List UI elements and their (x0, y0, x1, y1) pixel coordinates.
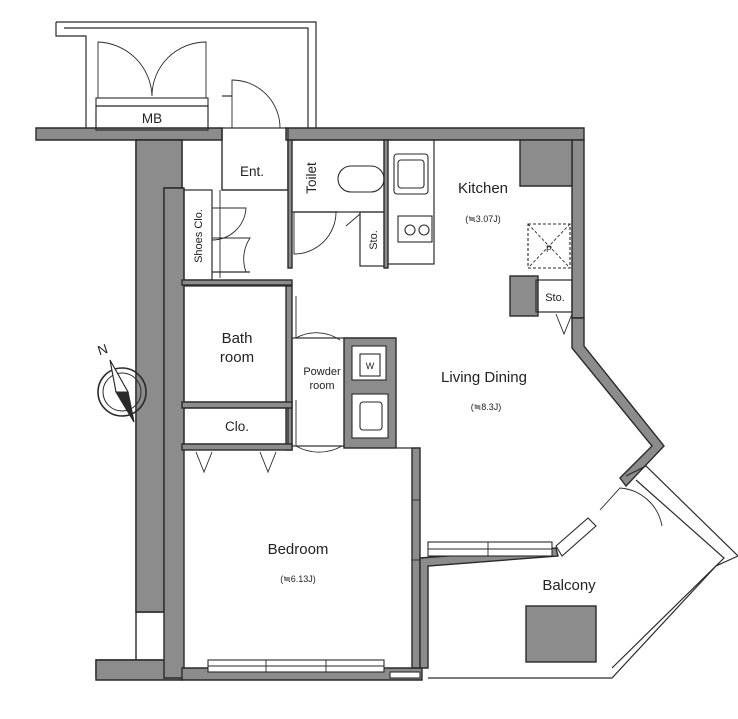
shoes-closet-label: Shoes Clo. (193, 209, 205, 263)
living-dining-label: Living Dining (441, 369, 527, 386)
bath-label-line2: room (220, 349, 254, 366)
entrance-label: Ent. (240, 164, 264, 179)
living-dining-size: (≒8.3J) (471, 402, 502, 412)
room-labels: MB Ent. Toilet Kitchen (≒3.07J) Shoes Cl… (142, 111, 596, 594)
kitchen-label: Kitchen (458, 180, 508, 197)
toilet-label: Toilet (304, 162, 319, 194)
outer-walls (35, 127, 665, 681)
balcony-label: Balcony (542, 577, 596, 594)
storage-label: Sto. (368, 230, 380, 250)
kitchen-size: (≒3.07J) (465, 214, 501, 224)
north-arrow-icon: N (96, 341, 147, 423)
powder-label-line2: room (309, 380, 334, 392)
pipe-space-label: P (546, 244, 552, 254)
washer-label: W (366, 361, 375, 371)
bedroom-label: Bedroom (268, 541, 329, 558)
bath-label-line1: Bath (222, 330, 253, 347)
mb-area (55, 21, 317, 131)
interior-partitions (181, 127, 573, 474)
windows (207, 499, 597, 679)
powder-label-line1: Powder (303, 366, 341, 378)
mb-label: MB (142, 111, 162, 126)
closet-label: Clo. (225, 419, 249, 434)
kitchen-storage-label: Sto. (545, 292, 565, 304)
north-label: N (96, 341, 110, 358)
bedroom-size: (≒6.13J) (280, 574, 316, 584)
balcony (428, 465, 738, 679)
